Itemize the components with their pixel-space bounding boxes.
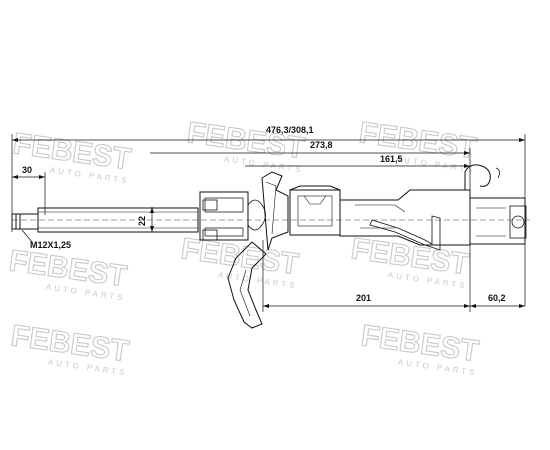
knuckle-mount xyxy=(469,197,526,245)
upper-spring-seat xyxy=(199,191,249,241)
sway-bar-bracket xyxy=(369,215,441,251)
lower-bearing xyxy=(202,229,218,241)
spring-seat-bracket xyxy=(261,171,289,251)
tube-upper-band xyxy=(289,185,341,191)
strut-body xyxy=(339,189,471,246)
main-tube xyxy=(289,189,341,236)
thread-label: M12X1,25 xyxy=(30,240,71,250)
dim-total-label: 476,3/308,1 xyxy=(266,125,314,135)
watermark-4: FEBEST AUTO PARTS xyxy=(6,244,129,303)
watermark-layer: FEBEST AUTO PARTS FEBEST AUTO PARTS FEBE… xyxy=(6,116,481,378)
watermark-5: FEBEST AUTO PARTS xyxy=(178,232,301,291)
hook-bracket xyxy=(464,164,491,190)
dim-upper-label: 273,8 xyxy=(310,140,333,150)
dim-mount-label: 60,2 xyxy=(488,293,506,303)
bump-stop xyxy=(247,199,266,231)
watermark-7: FEBEST AUTO PARTS xyxy=(8,319,131,378)
dim-mid-label: 161,5 xyxy=(380,154,403,164)
tube-inner xyxy=(297,195,333,227)
hose-bracket xyxy=(227,241,267,329)
dim-diam-label: 22 xyxy=(137,216,147,226)
thread-leader xyxy=(21,229,33,243)
dimension-arrows xyxy=(12,138,525,308)
upper-bearing xyxy=(202,199,218,211)
strut-assembly xyxy=(11,164,527,329)
dim-rod-label: 30 xyxy=(22,165,32,175)
dimension-lines xyxy=(11,134,526,312)
knuckle-bolt xyxy=(509,205,527,239)
knuckle-hole xyxy=(511,215,525,229)
dim-lower-label: 201 xyxy=(356,293,371,303)
watermark-8: FEBEST AUTO PARTS xyxy=(358,319,481,378)
